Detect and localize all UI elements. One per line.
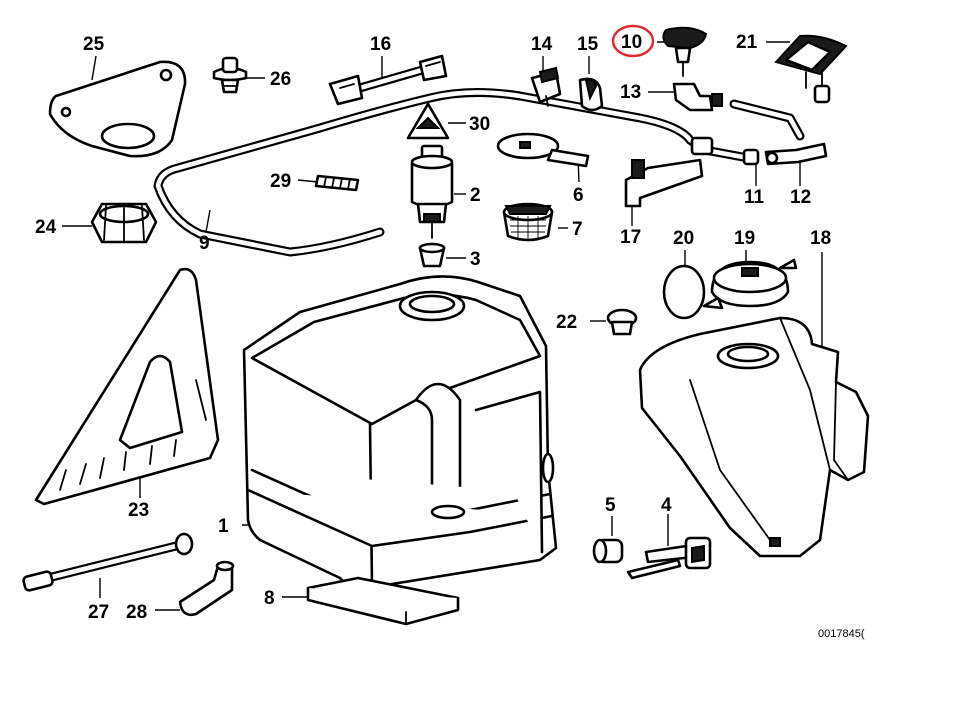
part-22-plug — [606, 308, 638, 336]
part-1-washer-tank — [242, 275, 558, 589]
callout-14: 14 — [531, 34, 553, 55]
part-24-cap — [90, 202, 158, 244]
part-2-washer-pump — [410, 144, 454, 239]
callout-23: 23 — [128, 500, 149, 521]
callout-29: 29 — [270, 171, 291, 192]
part-18-expansion-tank — [638, 316, 870, 558]
part-9-hose — [153, 87, 805, 257]
callout-11: 11 — [744, 187, 765, 208]
part-21-washer-nozzle — [774, 34, 848, 104]
part-4-level-sensor — [626, 536, 712, 580]
callout-22: 22 — [556, 312, 577, 333]
callout-1: 1 — [218, 516, 229, 537]
part-3-grommet — [418, 242, 446, 268]
callout-12: 12 — [790, 187, 811, 208]
callout-17: 17 — [620, 227, 641, 248]
diagram-reference-code: 0017845( — [818, 628, 865, 640]
part-19-filler-cap — [702, 258, 798, 310]
callout-27: 27 — [88, 602, 109, 623]
part-29-spring — [314, 174, 360, 192]
part-30-warning-label — [406, 102, 450, 140]
part-25-bracket — [48, 60, 187, 158]
highlight-circle — [611, 24, 655, 58]
callout-13: 13 — [620, 82, 641, 103]
callout-labels: 25 26 16 14 15 10 21 13 30 29 2 3 24 9 6… — [35, 32, 831, 623]
callout-10: 10 — [621, 32, 642, 53]
callout-19: 19 — [734, 228, 755, 249]
part-27-drain-pipe — [22, 532, 194, 592]
callout-16: 16 — [370, 34, 391, 55]
part-5-grommet — [592, 538, 624, 564]
part-10-washer-nozzle — [662, 26, 708, 77]
part-7-strainer — [502, 202, 554, 242]
part-17-bracket — [624, 158, 704, 208]
callout-26: 26 — [270, 69, 291, 90]
callout-6: 6 — [573, 185, 584, 206]
part-11-connector — [690, 136, 760, 166]
part-16-rod — [328, 54, 448, 106]
callout-8: 8 — [264, 588, 275, 609]
callout-3: 3 — [470, 249, 481, 270]
part-6-plate — [496, 132, 590, 168]
callout-30: 30 — [469, 114, 490, 135]
callout-15: 15 — [577, 34, 599, 55]
callout-9: 9 — [199, 233, 210, 254]
callout-7: 7 — [572, 219, 583, 240]
part-13-elbow-connector — [672, 82, 723, 112]
part-28-elbow — [178, 560, 235, 617]
part-20-seal — [662, 264, 706, 320]
callout-25: 25 — [83, 34, 105, 55]
callout-24: 24 — [35, 217, 57, 238]
callout-21: 21 — [736, 32, 758, 53]
callout-28: 28 — [126, 602, 147, 623]
callout-2: 2 — [470, 185, 481, 206]
callout-18: 18 — [810, 228, 831, 249]
callout-20: 20 — [673, 228, 694, 249]
callout-5: 5 — [605, 495, 616, 516]
part-12-t-connector — [764, 142, 828, 166]
part-14-clip — [530, 66, 562, 107]
part-26-clip — [212, 56, 248, 94]
part-23-support-bracket — [34, 267, 220, 506]
part-15-clip — [578, 77, 604, 112]
part-8-pad — [306, 576, 460, 626]
callout-4: 4 — [661, 495, 672, 516]
